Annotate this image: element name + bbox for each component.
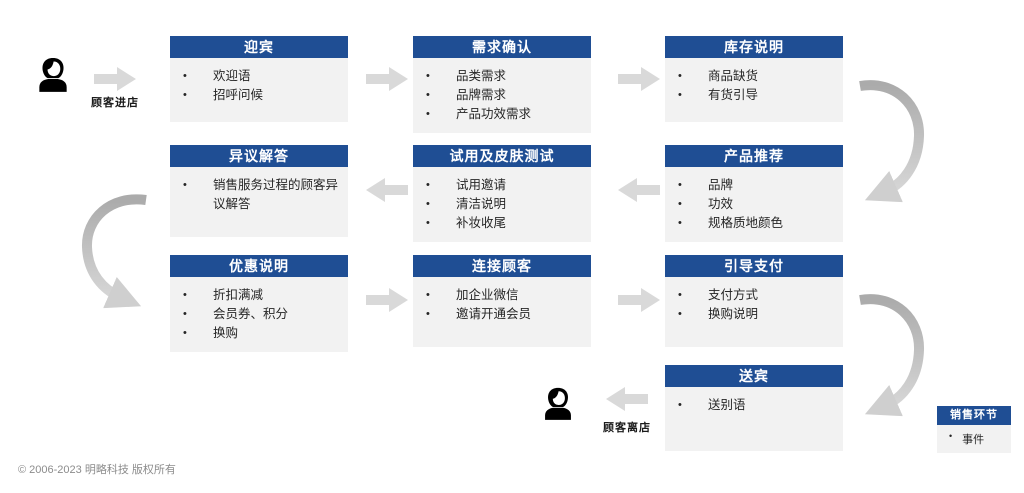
step-box-connect-customer: 连接顾客 加企业微信 邀请开通会员 <box>413 255 591 347</box>
step-item: 招呼问候 <box>170 86 340 105</box>
step-item: 品牌 <box>665 176 835 195</box>
step-title: 需求确认 <box>413 36 591 58</box>
step-item: 功效 <box>665 195 835 214</box>
step-box-guide-payment: 引导支付 支付方式 换购说明 <box>665 255 843 347</box>
step-title: 产品推荐 <box>665 145 843 167</box>
step-title: 试用及皮肤测试 <box>413 145 591 167</box>
step-items: 欢迎语 招呼问候 <box>170 67 340 105</box>
step-item: 产品功效需求 <box>413 105 583 124</box>
step-title: 优惠说明 <box>170 255 348 277</box>
curve-arrow-row1-row2 <box>850 74 926 203</box>
step-title: 引导支付 <box>665 255 843 277</box>
customer-enter-label: 顾客进店 <box>91 97 139 109</box>
step-box-objection-answer: 异议解答 销售服务过程的顾客异议解答 <box>170 145 348 237</box>
step-box-product-recommend: 产品推荐 品牌 功效 规格质地颜色 <box>665 145 843 242</box>
step-item: 品类需求 <box>413 67 583 86</box>
step-title: 库存说明 <box>665 36 843 58</box>
step-items: 品类需求 品牌需求 产品功效需求 <box>413 67 583 124</box>
step-items: 商品缺货 有货引导 <box>665 67 835 105</box>
arrow-welcome-to-needs <box>366 66 408 92</box>
step-items: 试用邀请 清洁说明 补妆收尾 <box>413 176 583 233</box>
step-box-needs-confirm: 需求确认 品类需求 品牌需求 产品功效需求 <box>413 36 591 133</box>
copyright-text: © 2006-2023 明略科技 版权所有 <box>18 464 176 476</box>
step-item: 换购 <box>170 324 340 343</box>
step-title: 迎宾 <box>170 36 348 58</box>
step-item: 有货引导 <box>665 86 835 105</box>
customer-leave-icon <box>540 380 576 426</box>
step-box-stock-explain: 库存说明 商品缺货 有货引导 <box>665 36 843 122</box>
step-items: 品牌 功效 规格质地颜色 <box>665 176 835 233</box>
step-item: 补妆收尾 <box>413 214 583 233</box>
customer-enter-icon <box>34 50 72 98</box>
step-item: 支付方式 <box>665 286 835 305</box>
step-item: 商品缺货 <box>665 67 835 86</box>
arrow-discount-to-connect <box>366 287 408 313</box>
arrow-enter-to-welcome <box>94 66 136 92</box>
step-box-discount-explain: 优惠说明 折扣满减 会员券、积分 换购 <box>170 255 348 352</box>
step-item: 品牌需求 <box>413 86 583 105</box>
step-item: 折扣满减 <box>170 286 340 305</box>
curve-arrow-row2-row3 <box>80 190 156 309</box>
legend-title: 销售环节 <box>937 406 1011 425</box>
step-items: 送别语 <box>665 396 835 415</box>
arrow-trial-to-objection <box>366 177 408 203</box>
step-items: 折扣满减 会员券、积分 换购 <box>170 286 340 343</box>
step-title: 送宾 <box>665 365 843 387</box>
legend-item: 事件 <box>937 425 1011 453</box>
step-item: 换购说明 <box>665 305 835 324</box>
step-item: 试用邀请 <box>413 176 583 195</box>
step-items: 支付方式 换购说明 <box>665 286 835 324</box>
step-items: 加企业微信 邀请开通会员 <box>413 286 583 324</box>
step-item: 欢迎语 <box>170 67 340 86</box>
step-item: 销售服务过程的顾客异议解答 <box>170 176 340 214</box>
curve-arrow-row3-row4 <box>850 288 926 417</box>
step-box-welcome: 迎宾 欢迎语 招呼问候 <box>170 36 348 122</box>
step-item: 规格质地颜色 <box>665 214 835 233</box>
step-box-trial-skin-test: 试用及皮肤测试 试用邀请 清洁说明 补妆收尾 <box>413 145 591 242</box>
step-item: 会员券、积分 <box>170 305 340 324</box>
arrow-needs-to-stock <box>618 66 660 92</box>
arrow-recommend-to-trial <box>618 177 660 203</box>
step-items: 销售服务过程的顾客异议解答 <box>170 176 340 214</box>
step-title: 异议解答 <box>170 145 348 167</box>
step-item: 加企业微信 <box>413 286 583 305</box>
arrow-connect-to-payment <box>618 287 660 313</box>
step-title: 连接顾客 <box>413 255 591 277</box>
arrow-sendoff-to-leave <box>606 386 648 412</box>
step-box-send-off: 送宾 送别语 <box>665 365 843 451</box>
step-item: 清洁说明 <box>413 195 583 214</box>
step-item: 邀请开通会员 <box>413 305 583 324</box>
legend: 销售环节 事件 <box>937 406 1011 453</box>
customer-leave-label: 顾客离店 <box>603 422 651 434</box>
step-item: 送别语 <box>665 396 835 415</box>
